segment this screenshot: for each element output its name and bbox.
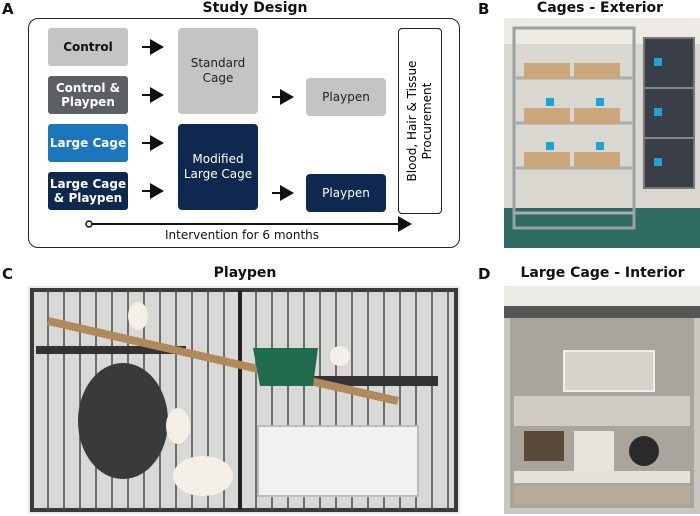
playpen-box-standard: Playpen xyxy=(306,78,386,116)
standard-cage-box: Standard Cage xyxy=(178,28,258,114)
group-large-cage: Large Cage xyxy=(48,124,128,162)
design-arrows xyxy=(85,39,412,232)
playpen-photo xyxy=(28,286,460,514)
panel-d-letter: D xyxy=(478,265,491,283)
panel-c-letter: C xyxy=(2,265,14,283)
large-cage-interior-photo xyxy=(504,286,700,514)
panel-b-title: Cages - Exterior xyxy=(536,0,664,16)
procurement-box: Blood, Hair & Tissue Procurement xyxy=(398,28,442,214)
cages-exterior-photo xyxy=(504,18,700,248)
intervention-label: Intervention for 6 months xyxy=(165,228,320,242)
group-large-cage-playpen: Large Cage & Playpen xyxy=(48,172,128,210)
panel-a-letter: A xyxy=(2,0,14,18)
group-control-playpen: Control & Playpen xyxy=(48,76,128,114)
group-control: Control xyxy=(48,28,128,66)
panel-a-title: Study Design xyxy=(202,0,308,16)
panel-c-title: Playpen xyxy=(213,265,277,281)
panel-d-title: Large Cage - Interior xyxy=(520,265,685,281)
panel-b-letter: B xyxy=(478,0,490,18)
modified-large-cage-box: Modified Large Cage xyxy=(178,124,258,210)
playpen-box-large: Playpen xyxy=(306,174,386,212)
study-design-frame xyxy=(28,18,460,248)
